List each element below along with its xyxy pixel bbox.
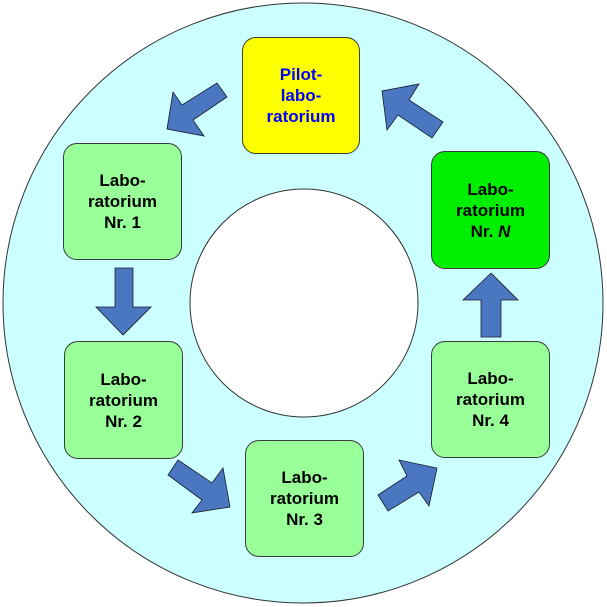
node-label-line: Labo- [99, 171, 146, 190]
node-label-line: ratorium [89, 390, 158, 410]
node-label-line: Nr. 3 [286, 510, 323, 529]
node-laboratory-1: Labo- ratorium Nr. 1 [63, 143, 182, 260]
node-label-line: Nr. 2 [105, 411, 142, 431]
arrow-lab4-to-labN [462, 272, 519, 338]
node-label-line: Nr. N [471, 221, 511, 242]
node-label-line: Pilot- [279, 65, 323, 84]
node-pilot-laboratory: Pilot- labo- ratorium [242, 37, 360, 154]
inner-hole [189, 188, 419, 418]
node-label-line: Labo- [100, 369, 147, 389]
node-label-prefix: Nr. [470, 221, 499, 241]
node-laboratory-4: Labo- ratorium Nr. 4 [431, 341, 550, 458]
node-laboratory-2: Labo- ratorium Nr. 2 [64, 341, 183, 459]
node-label-line: ratorium [456, 390, 525, 409]
node-laboratory-n: Labo- ratorium Nr. N [431, 151, 550, 269]
node-label-line: Nr. 1 [104, 213, 141, 232]
node-label-line: ratorium [456, 200, 525, 220]
node-label-line: Labo- [467, 179, 514, 199]
node-label-variable: N [498, 221, 511, 241]
node-label-line: Nr. 4 [472, 411, 509, 430]
arrow-lab2-to-lab3 [167, 459, 231, 514]
node-laboratory-3: Labo- ratorium Nr. 3 [245, 440, 364, 557]
node-label-line: ratorium [270, 489, 339, 508]
arrow-pilot-to-lab1 [166, 82, 228, 137]
node-label-line: ratorium [88, 192, 157, 211]
node-label-line: Labo- [281, 468, 328, 487]
node-label-line: labo- [280, 86, 322, 105]
node-label-line: ratorium [266, 107, 336, 126]
arrow-labN-to-pilot [381, 83, 444, 139]
arrow-lab3-to-lab4 [377, 459, 438, 512]
arrow-lab1-to-lab2 [95, 267, 152, 336]
node-label-line: Labo- [467, 369, 514, 388]
